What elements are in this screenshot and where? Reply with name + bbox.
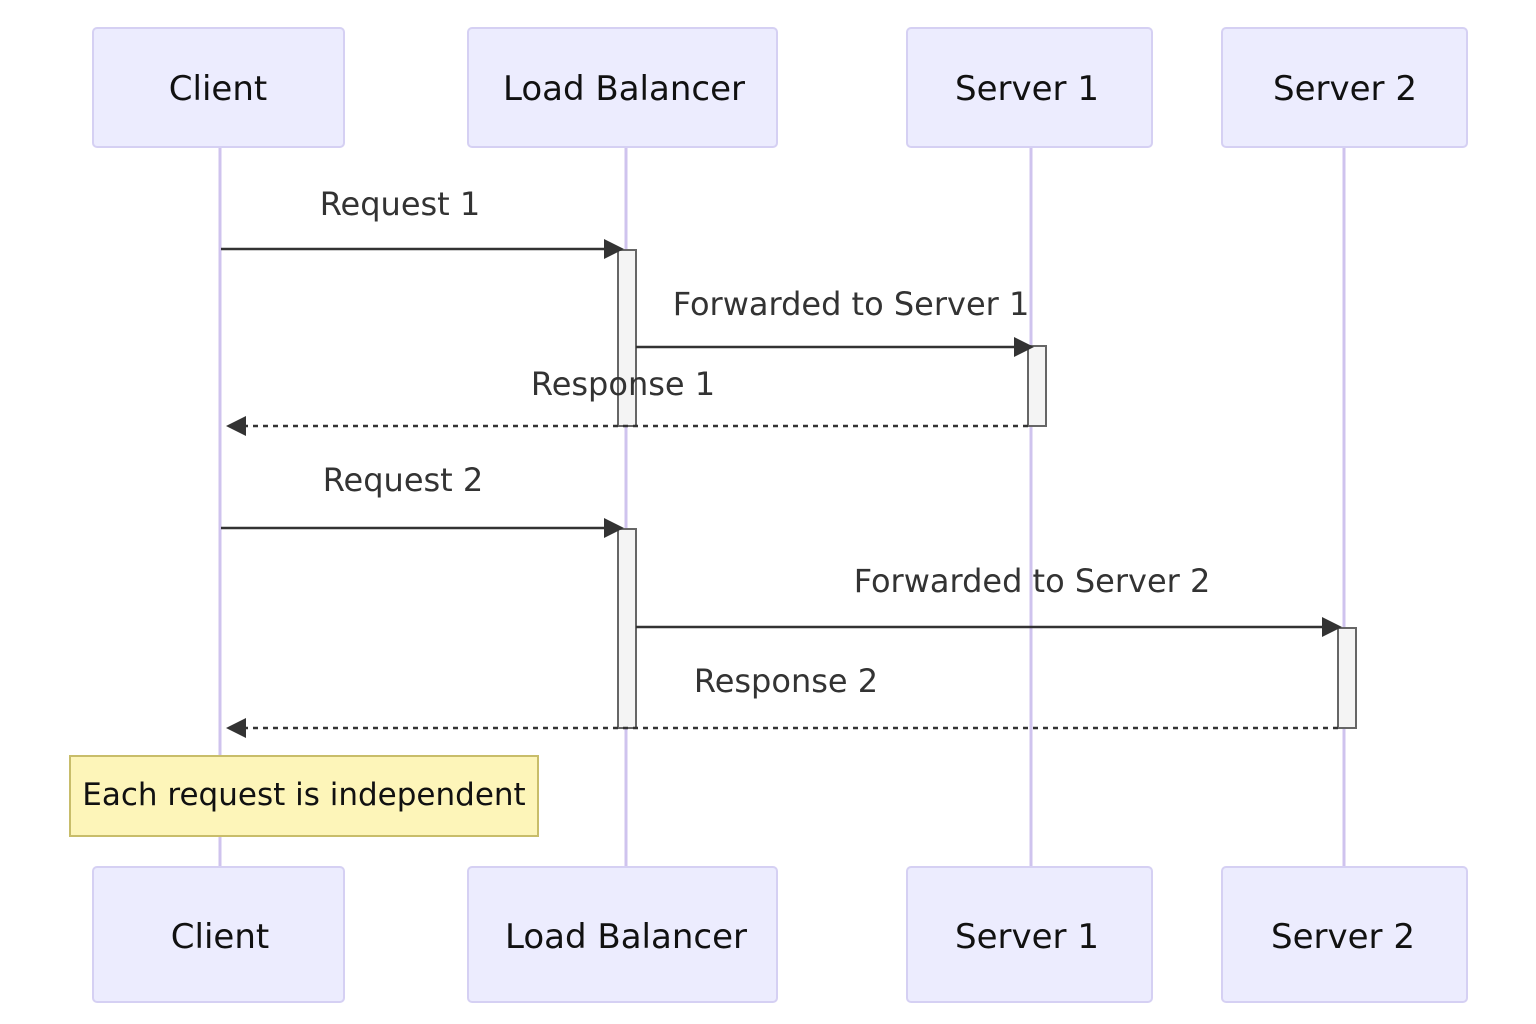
message-forwarded-server-1: Forwarded to Server 1 <box>636 285 1034 357</box>
message-label: Request 1 <box>320 185 481 223</box>
message-forwarded-server-2: Forwarded to Server 2 <box>636 562 1342 637</box>
actor-label: Server 2 <box>1273 69 1417 109</box>
actor-label: Client <box>171 917 269 957</box>
actor-top-server-1: Server 1 <box>906 27 1153 148</box>
actor-label: Load Balancer <box>505 917 747 957</box>
actor-top-load-balancer: Load Balancer <box>467 27 778 148</box>
message-label: Request 2 <box>323 461 484 499</box>
actor-label: Client <box>169 69 267 109</box>
actor-bottom-server-1: Server 1 <box>906 866 1153 1003</box>
actor-top-client: Client <box>92 27 345 148</box>
message-label: Response 1 <box>531 365 715 403</box>
message-response-1: Response 1 <box>226 365 1028 436</box>
actor-bottom-server-2: Server 2 <box>1221 866 1468 1003</box>
arrowhead-icon <box>1014 337 1034 357</box>
arrowhead-icon <box>226 718 246 738</box>
actor-bottom-client: Client <box>92 866 345 1003</box>
activation-server-2 <box>1337 627 1357 729</box>
note-text: Each request is independent <box>82 777 525 813</box>
message-response-2: Response 2 <box>226 662 1338 738</box>
actor-bottom-load-balancer: Load Balancer <box>467 866 778 1003</box>
message-label: Forwarded to Server 1 <box>673 285 1030 323</box>
activation-server-1 <box>1027 345 1047 427</box>
message-label: Response 2 <box>694 662 878 700</box>
message-request-2: Request 2 <box>221 461 624 538</box>
arrowhead-icon <box>604 239 624 259</box>
message-label: Forwarded to Server 2 <box>854 562 1211 600</box>
activation-load-balancer-2 <box>617 528 637 729</box>
message-request-1: Request 1 <box>221 185 624 259</box>
actor-label: Server 1 <box>955 69 1099 109</box>
actor-top-server-2: Server 2 <box>1221 27 1468 148</box>
actor-label: Load Balancer <box>503 69 745 109</box>
note: Each request is independent <box>69 755 539 837</box>
arrowhead-icon <box>1322 617 1342 637</box>
arrowhead-icon <box>226 416 246 436</box>
arrowhead-icon <box>604 518 624 538</box>
actor-label: Server 1 <box>955 917 1099 957</box>
actor-label: Server 2 <box>1271 917 1415 957</box>
